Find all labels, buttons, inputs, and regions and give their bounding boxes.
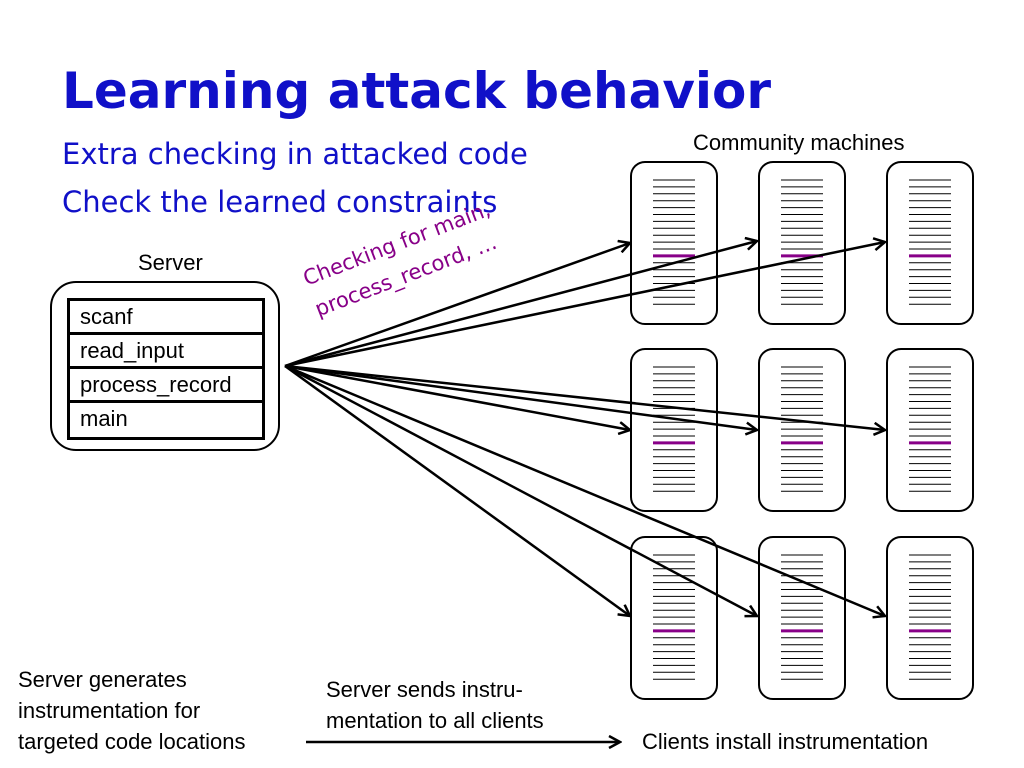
- server-box: [50, 281, 280, 451]
- bullet-check-constraints: Check the learned constraints: [62, 185, 498, 219]
- distribution-arrow: [284, 364, 885, 616]
- community-machine: [886, 536, 974, 700]
- caption-server-generates: Server generates instrumentation for tar…: [18, 664, 246, 757]
- caption-generate-line-2: instrumentation for: [18, 698, 201, 723]
- function-row-main: main: [80, 406, 128, 431]
- function-table: scanf read_input process_record main: [67, 298, 265, 440]
- caption-clients-install: Clients install instrumentation: [642, 729, 929, 754]
- function-row-read-input: read_input: [70, 335, 262, 369]
- function-row-process-record: process_record: [70, 369, 262, 403]
- community-machine: [630, 161, 718, 325]
- caption-generate-line-3: targeted code locations: [18, 729, 246, 754]
- community-machine: [886, 161, 974, 325]
- caption-send-line-2: mentation to all clients: [326, 708, 544, 733]
- distribution-arrow: [284, 364, 630, 430]
- caption-server-sends: Server sends instru- mentation to all cl…: [326, 674, 544, 736]
- community-machines-label: Community machines: [693, 130, 905, 155]
- community-machine: [758, 536, 846, 700]
- community-machine: [630, 348, 718, 512]
- caption-send-line-1: Server sends instru-: [326, 677, 523, 702]
- caption-generate-line-1: Server generates: [18, 667, 187, 692]
- distribution-arrow: [284, 364, 630, 616]
- distribution-arrow: [284, 243, 630, 368]
- distribution-arrow: [284, 364, 757, 616]
- server-label: Server: [138, 250, 203, 275]
- community-machine: [758, 161, 846, 325]
- distribution-arrow: [284, 241, 757, 368]
- slide-title: Learning attack behavior: [62, 62, 772, 120]
- community-machine: [758, 348, 846, 512]
- community-machine: [630, 536, 718, 700]
- function-row-scanf: scanf: [70, 301, 262, 335]
- bullet-extra-checking: Extra checking in attacked code: [62, 137, 528, 171]
- distribution-arrows: [284, 241, 885, 616]
- community-machine: [886, 348, 974, 512]
- distribution-arrow: [284, 242, 885, 368]
- distribution-arrow: [284, 364, 757, 430]
- community-machines-grid: [630, 161, 974, 700]
- distribution-arrow: [284, 364, 885, 430]
